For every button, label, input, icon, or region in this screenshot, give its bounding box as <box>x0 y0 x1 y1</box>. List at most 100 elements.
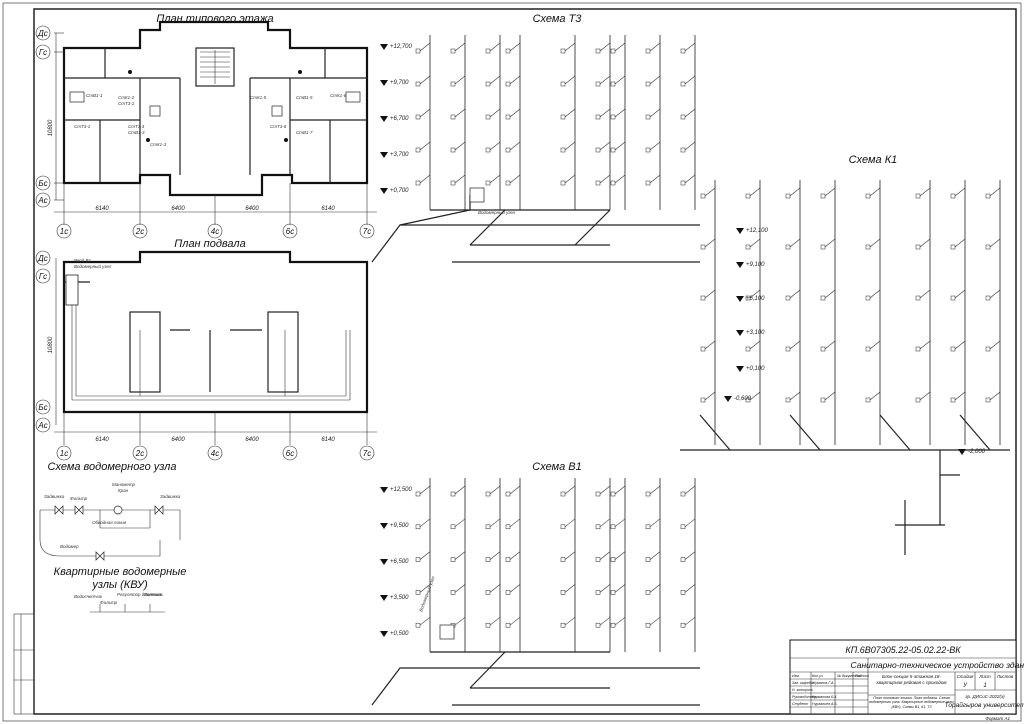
basement-plan-title: План подвала <box>174 238 245 250</box>
fixture-symbol <box>560 524 566 530</box>
fixture-symbol <box>595 622 601 628</box>
fixture-symbol <box>450 180 456 186</box>
branch-pipe <box>489 518 501 528</box>
sheet-header: Лист <box>978 674 991 679</box>
fixture-symbol <box>485 180 491 186</box>
branch-pipe <box>649 108 661 118</box>
branch-pipe <box>824 289 836 299</box>
branch-pipe <box>564 108 576 118</box>
level-mark-icon <box>736 330 744 336</box>
fixture-symbol <box>415 491 421 497</box>
t3-scheme: Схема Т3 Водомерный узел +12,700+9,700+6… <box>371 13 700 263</box>
b1-scheme: Схема В1 Водомерный узел +12,500+9,500+6… <box>371 461 700 706</box>
branch-pipe <box>614 485 626 495</box>
fixture-symbol <box>610 524 616 530</box>
fixture-symbol <box>595 557 601 562</box>
meter-unit-label: Задвижка <box>160 494 181 499</box>
doc-main-title: Санитарно-техническое устройство зданий <box>851 660 1024 670</box>
floor-plan-row-axis-markers: Дс Гс Бс Ас <box>35 25 51 208</box>
fixture-symbol <box>560 81 566 87</box>
branch-pipe <box>614 174 626 184</box>
branch-pipe <box>489 174 501 184</box>
svg-text:СтК1-2: СтК1-2 <box>118 95 135 100</box>
fixture-symbol <box>785 397 791 403</box>
fixture-symbol <box>560 180 566 186</box>
fixture-symbol <box>680 557 686 562</box>
fixture-symbol <box>610 491 616 497</box>
basement-meter-label: Водомерный узел <box>74 263 112 269</box>
branch-pipe <box>419 616 431 626</box>
floor-plan-stair <box>200 50 230 84</box>
fixture-symbol <box>450 557 456 562</box>
fixture-symbol <box>645 622 651 628</box>
k1-level-marks: +12,100+9,100+6,100+3,100+0,100-0,600-2,… <box>724 228 986 455</box>
branch-pipe <box>684 616 696 626</box>
fixture-symbol <box>950 295 956 301</box>
branch-pipe <box>614 584 626 593</box>
svg-text:СтТ3-1: СтТ3-1 <box>74 124 91 129</box>
fixture-symbol <box>915 397 921 403</box>
fixture-symbol <box>485 81 491 87</box>
branch-pipe <box>419 42 431 52</box>
university-label: Торайгыров университет <box>945 701 1024 709</box>
tb-row-role: Н. контроль <box>792 688 813 692</box>
basement-meter-unit-box <box>65 274 79 306</box>
fixture-symbol <box>595 114 601 120</box>
axis-marker: 6с <box>286 227 294 236</box>
branch-pipe <box>454 616 466 626</box>
level-label: +6,100 <box>746 296 765 302</box>
branch-pipe <box>954 187 966 197</box>
fixture-symbol <box>505 590 511 595</box>
branch-pipe <box>919 340 931 350</box>
floor-plan-col-axis-markers: 1с 2с 4с 6с 7с <box>56 223 375 239</box>
level-mark-icon <box>736 228 744 234</box>
branch-pipe <box>564 75 576 85</box>
fixture-symbol <box>865 244 871 250</box>
fixture-symbol <box>745 295 751 301</box>
branch-pipe <box>599 616 611 626</box>
fixture-symbol <box>645 81 651 87</box>
fixture-symbol <box>700 295 706 301</box>
branch-pipe <box>989 340 1001 350</box>
tb-row-name: Жуманов Г.А. <box>811 681 834 685</box>
tb-row-role: Студент <box>792 702 808 706</box>
branch-pipe <box>649 485 661 495</box>
b1-meter-unit-box <box>439 624 455 640</box>
fixture-symbol <box>865 346 871 352</box>
fixture-symbol <box>610 557 616 562</box>
branch-pipe <box>919 289 931 299</box>
branch-pipe <box>509 551 521 560</box>
apt-meter-scheme: Квартирные водомерные узлы (КВУ) Водосче… <box>54 566 186 613</box>
format-label: Формат А1 <box>985 716 1010 721</box>
fixture-symbol <box>485 557 491 562</box>
fixture-symbol <box>415 557 421 562</box>
fixture-symbol <box>645 557 651 562</box>
branch-pipe <box>509 42 521 52</box>
fixture-symbol <box>950 397 956 403</box>
fixture-symbol <box>610 147 616 153</box>
fixture-symbol <box>560 147 566 153</box>
branch-pipe <box>419 518 431 528</box>
fixture-symbol <box>560 557 566 562</box>
branch-pipe <box>454 141 466 151</box>
svg-text:6140: 6140 <box>321 437 335 443</box>
axis-marker: Бс <box>38 179 47 188</box>
axis-marker: Дс <box>37 29 48 38</box>
floor-plan-axis-lines <box>54 32 377 225</box>
branch-pipe <box>454 551 466 560</box>
branch-pipe <box>649 551 661 560</box>
fixture-symbol <box>450 147 456 153</box>
branch-pipe <box>649 75 661 85</box>
branch-pipe <box>919 187 931 197</box>
fixture-symbol <box>680 48 686 54</box>
t3-main-lines <box>371 195 700 263</box>
fixture-symbol <box>505 557 511 562</box>
axis-marker: 7с <box>363 227 371 236</box>
fixture-symbol <box>505 81 511 87</box>
fixture-symbol <box>595 590 601 595</box>
branch-pipe <box>489 551 501 560</box>
svg-text:СтТ3-3: СтТ3-3 <box>128 124 145 129</box>
tb-row-role: Руководитель <box>792 695 817 699</box>
fixture-symbol <box>485 48 491 54</box>
branch-pipe <box>489 485 501 495</box>
